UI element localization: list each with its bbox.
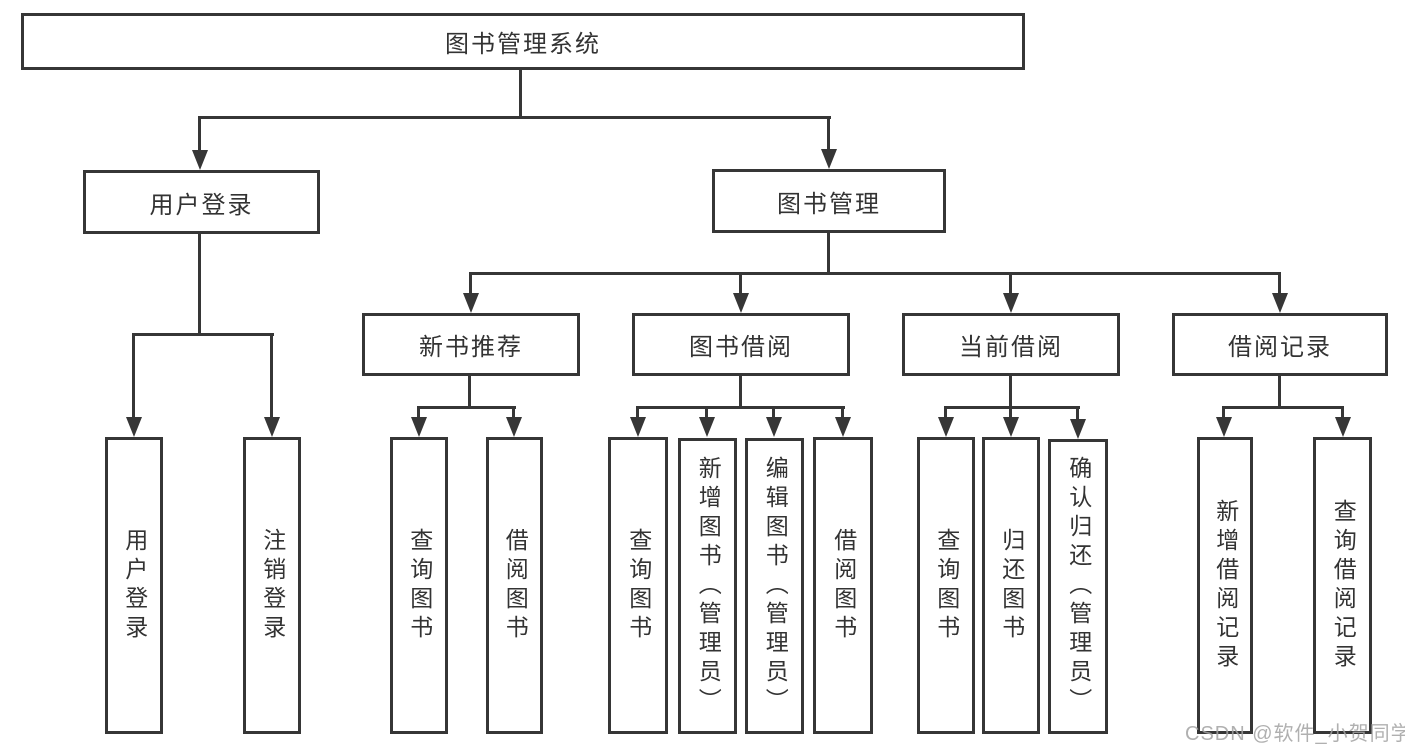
arrow-down-icon bbox=[264, 417, 280, 437]
connector-line bbox=[827, 118, 830, 151]
arrow-down-icon bbox=[1003, 293, 1019, 313]
node-label: 图书管理 bbox=[777, 190, 881, 218]
connector-line bbox=[198, 234, 201, 335]
arrow-down-icon bbox=[766, 417, 782, 437]
node-new-book-recommendation: 新书推荐 bbox=[362, 313, 580, 376]
connector-line bbox=[512, 408, 515, 419]
node-search-books-recommend: 查询图书 bbox=[390, 437, 448, 734]
node-label: 编辑图书（管理员） bbox=[762, 455, 789, 717]
node-search-books-borrow: 查询图书 bbox=[608, 437, 668, 734]
node-label: 新书推荐 bbox=[419, 334, 523, 361]
connector-line bbox=[468, 376, 471, 408]
node-confirm-return-admin: 确认归还（管理员） bbox=[1048, 439, 1108, 734]
node-label: 新增借阅记录 bbox=[1212, 498, 1239, 673]
arrow-down-icon bbox=[1272, 293, 1288, 313]
node-label: 查询图书 bbox=[933, 527, 960, 644]
node-label: 注销登录 bbox=[259, 527, 286, 644]
arrow-down-icon bbox=[699, 417, 715, 437]
connector-line bbox=[772, 408, 775, 419]
connector-line bbox=[417, 408, 420, 419]
arrow-down-icon bbox=[192, 150, 208, 170]
connector-line bbox=[705, 408, 708, 419]
connector-line bbox=[827, 233, 830, 274]
arrow-down-icon bbox=[938, 417, 954, 437]
connector-line bbox=[636, 408, 639, 419]
connector-line bbox=[1076, 408, 1079, 419]
connector-line bbox=[1222, 406, 1344, 409]
node-label: 当前借阅 bbox=[959, 334, 1063, 361]
node-add-book-admin: 新增图书（管理员） bbox=[678, 438, 737, 734]
connector-line bbox=[1222, 408, 1225, 419]
node-search-borrow-record: 查询借阅记录 bbox=[1313, 437, 1372, 734]
arrow-down-icon bbox=[821, 149, 837, 169]
node-borrow-books: 借阅图书 bbox=[813, 437, 873, 734]
node-logout: 注销登录 bbox=[243, 437, 301, 734]
connector-line bbox=[469, 274, 472, 294]
node-label: 查询借阅记录 bbox=[1330, 498, 1357, 673]
node-edit-book-admin: 编辑图书（管理员） bbox=[745, 438, 804, 734]
node-label: 归还图书 bbox=[998, 527, 1025, 644]
arrow-down-icon bbox=[1003, 417, 1019, 437]
connector-line bbox=[1278, 274, 1281, 294]
connector-line bbox=[519, 70, 522, 118]
node-label: 图书管理系统 bbox=[445, 31, 601, 58]
connector-line bbox=[198, 116, 831, 119]
arrow-down-icon bbox=[733, 293, 749, 313]
connector-line bbox=[1009, 376, 1012, 408]
connector-line bbox=[636, 406, 845, 409]
arrow-down-icon bbox=[1070, 419, 1086, 439]
node-library-management-system: 图书管理系统 bbox=[21, 13, 1025, 70]
arrow-down-icon bbox=[630, 417, 646, 437]
node-login: 用户登录 bbox=[105, 437, 163, 734]
connector-line bbox=[1278, 376, 1281, 408]
arrow-down-icon bbox=[835, 417, 851, 437]
node-add-borrow-record: 新增借阅记录 bbox=[1197, 437, 1253, 734]
node-search-books-current: 查询图书 bbox=[917, 437, 975, 734]
node-label: 用户登录 bbox=[121, 527, 148, 644]
arrow-down-icon bbox=[506, 417, 522, 437]
arrow-down-icon bbox=[463, 293, 479, 313]
node-label: 确认归还（管理员） bbox=[1065, 456, 1092, 717]
connector-line bbox=[270, 335, 273, 418]
arrow-down-icon bbox=[126, 417, 142, 437]
connector-line bbox=[1009, 408, 1012, 419]
connector-line bbox=[132, 335, 135, 418]
node-label: 查询图书 bbox=[625, 527, 652, 644]
connector-line bbox=[1341, 408, 1344, 419]
connector-line bbox=[944, 408, 947, 419]
csdn-watermark: CSDN @软件_小贺同学 bbox=[1185, 723, 1405, 745]
connector-line bbox=[198, 118, 201, 152]
connector-line bbox=[944, 406, 1080, 409]
node-return-books: 归还图书 bbox=[982, 437, 1040, 734]
node-label: 借阅图书 bbox=[830, 527, 857, 644]
node-label: 借阅记录 bbox=[1228, 334, 1332, 361]
node-borrow-books-recommend: 借阅图书 bbox=[486, 437, 543, 734]
node-label: 查询图书 bbox=[406, 527, 433, 644]
node-book-management: 图书管理 bbox=[712, 169, 946, 233]
connector-line bbox=[469, 272, 1281, 275]
connector-line bbox=[132, 333, 274, 336]
arrow-down-icon bbox=[411, 417, 427, 437]
connector-line bbox=[739, 376, 742, 408]
connector-line bbox=[739, 274, 742, 294]
node-label: 借阅图书 bbox=[502, 527, 529, 644]
node-label: 新增图书（管理员） bbox=[695, 455, 722, 717]
node-book-borrowing: 图书借阅 bbox=[632, 313, 850, 376]
node-borrowing-records: 借阅记录 bbox=[1172, 313, 1388, 376]
node-label: 用户登录 bbox=[149, 191, 254, 219]
connector-line bbox=[1009, 274, 1012, 294]
connector-line bbox=[417, 406, 516, 409]
arrow-down-icon bbox=[1216, 417, 1232, 437]
node-current-borrowing: 当前借阅 bbox=[902, 313, 1120, 376]
node-label: 图书借阅 bbox=[689, 334, 793, 361]
connector-line bbox=[841, 408, 844, 419]
node-user-login: 用户登录 bbox=[83, 170, 320, 234]
arrow-down-icon bbox=[1335, 417, 1351, 437]
